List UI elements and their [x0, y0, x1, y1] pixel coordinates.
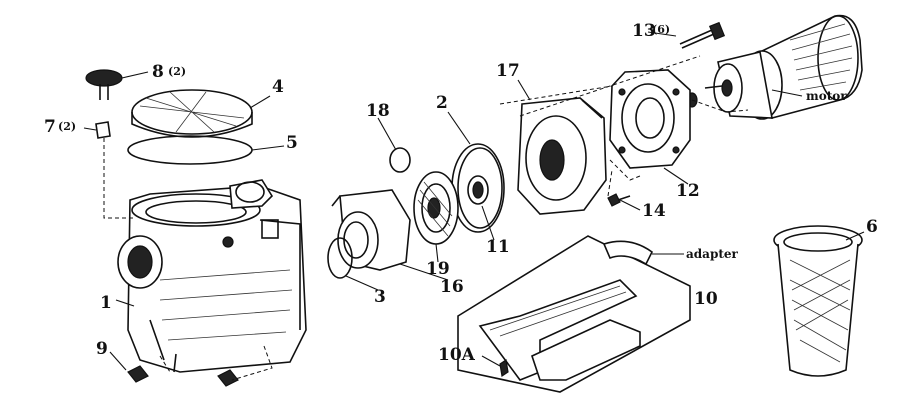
- label-19: 19: [426, 259, 450, 279]
- label-motor: motor: [806, 89, 847, 103]
- oring-3-drawing: [327, 237, 353, 279]
- screw-10a-drawing: [499, 358, 509, 378]
- bracket-17-drawing: [517, 97, 607, 215]
- pump-housing-1-drawing: [117, 179, 307, 373]
- label-13-qty: (6): [652, 23, 670, 36]
- label-9: 9: [96, 339, 108, 359]
- impeller-19-drawing: [413, 171, 459, 245]
- base-10-drawing: [457, 235, 691, 393]
- leader-lines: [83, 31, 865, 371]
- label-5: 5: [286, 133, 298, 153]
- label-12: 12: [676, 181, 700, 201]
- bushing-7-drawing: [95, 121, 111, 139]
- label-3: 3: [374, 287, 386, 307]
- label-4: 4: [272, 77, 284, 97]
- label-8: 8: [152, 62, 164, 82]
- label-17: 17: [496, 61, 520, 81]
- label-8-qty: (2): [168, 65, 186, 78]
- seal-11-drawing: [467, 175, 489, 205]
- label-2: 2: [436, 93, 448, 113]
- label-adapter: adapter: [686, 247, 739, 261]
- lid-4-drawing: [131, 89, 253, 138]
- bolt-14-drawing: [607, 193, 631, 207]
- label-18: 18: [366, 101, 390, 121]
- label-11: 11: [486, 237, 510, 257]
- label-7: 7: [44, 117, 56, 137]
- label-6: 6: [866, 217, 878, 237]
- label-10a: 10A: [438, 345, 476, 365]
- lid-oring-5-drawing: [127, 135, 253, 165]
- basket-6-drawing: [773, 225, 863, 377]
- label-10: 10: [694, 289, 718, 309]
- diffuser-16-drawing: [331, 189, 411, 271]
- label-1: 1: [100, 293, 112, 313]
- knob-8-drawing: [85, 69, 123, 100]
- label-14: 14: [642, 201, 666, 221]
- bolt-13-drawing: [679, 21, 726, 49]
- label-13: 13: [632, 21, 656, 41]
- assembly-lines: [103, 55, 749, 381]
- motor-drawing: [704, 14, 863, 120]
- label-7-qty: (2): [58, 120, 76, 133]
- oring-18-drawing: [389, 147, 411, 173]
- seal-plate-12-drawing: [609, 69, 691, 169]
- label-16: 16: [440, 277, 464, 297]
- drain-plug-9-drawing: [127, 365, 239, 387]
